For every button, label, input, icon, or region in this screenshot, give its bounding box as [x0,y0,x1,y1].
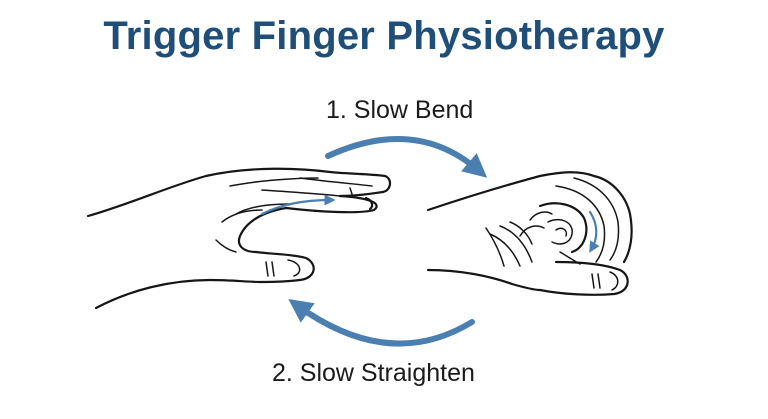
straighten-arrow [288,299,475,347]
step-2-label: 2. Slow Straighten [272,359,475,387]
bent-hand [426,171,633,296]
bend-arrow [325,135,488,178]
step-1-label: 1. Slow Bend [326,96,474,124]
page-title: Trigger Finger Physiotherapy [103,14,665,58]
open-hand [86,167,392,310]
